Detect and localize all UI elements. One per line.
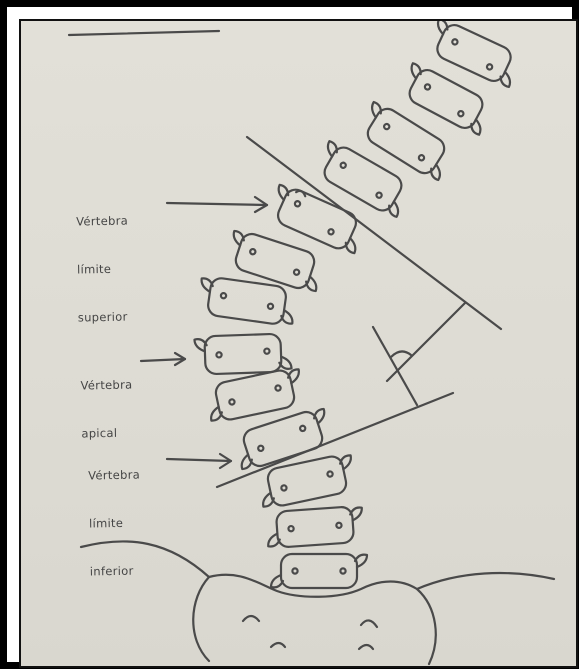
perpendicular-upper xyxy=(387,303,465,381)
label-apical-line1: Vértebra xyxy=(80,377,132,394)
top-edge-line xyxy=(69,31,219,35)
arrow-upper xyxy=(167,203,267,205)
vertebra xyxy=(271,554,367,588)
upper-end-vertebra xyxy=(265,182,368,256)
vertebra xyxy=(312,139,414,220)
label-lower-line2: límite xyxy=(89,515,141,532)
iliac-crest-right xyxy=(417,573,554,589)
arrow-lower xyxy=(167,459,231,461)
label-upper-line2: límite xyxy=(77,261,129,278)
arrow-apical xyxy=(141,359,185,361)
angle-arc xyxy=(391,351,411,357)
sacral-foramen xyxy=(359,645,373,649)
label-lower-end-vertebra: Vértebra límite inferior xyxy=(87,435,142,612)
sacral-foramen xyxy=(361,620,377,627)
label-upper-line3: superior xyxy=(78,309,130,326)
apical-vertebra xyxy=(194,333,291,374)
vertebra xyxy=(256,452,358,509)
vertebra xyxy=(204,366,306,423)
label-upper-end-vertebra: Vértebra límite superior xyxy=(75,181,130,358)
label-lower-line1: Vértebra xyxy=(88,467,140,484)
lower-endplate-line xyxy=(217,393,453,487)
label-upper-line1: Vértebra xyxy=(76,213,128,230)
perpendicular-lower xyxy=(373,327,417,405)
label-lower-line3: inferior xyxy=(90,563,142,580)
vertebra xyxy=(355,99,457,182)
sacral-foramen xyxy=(243,616,259,621)
paper-sheet: Vértebra límite superior Vértebra apical… xyxy=(19,19,578,668)
vertebra xyxy=(397,62,495,137)
vertebra xyxy=(425,21,524,89)
sacral-foramen xyxy=(271,643,285,647)
vertebra xyxy=(266,506,364,549)
